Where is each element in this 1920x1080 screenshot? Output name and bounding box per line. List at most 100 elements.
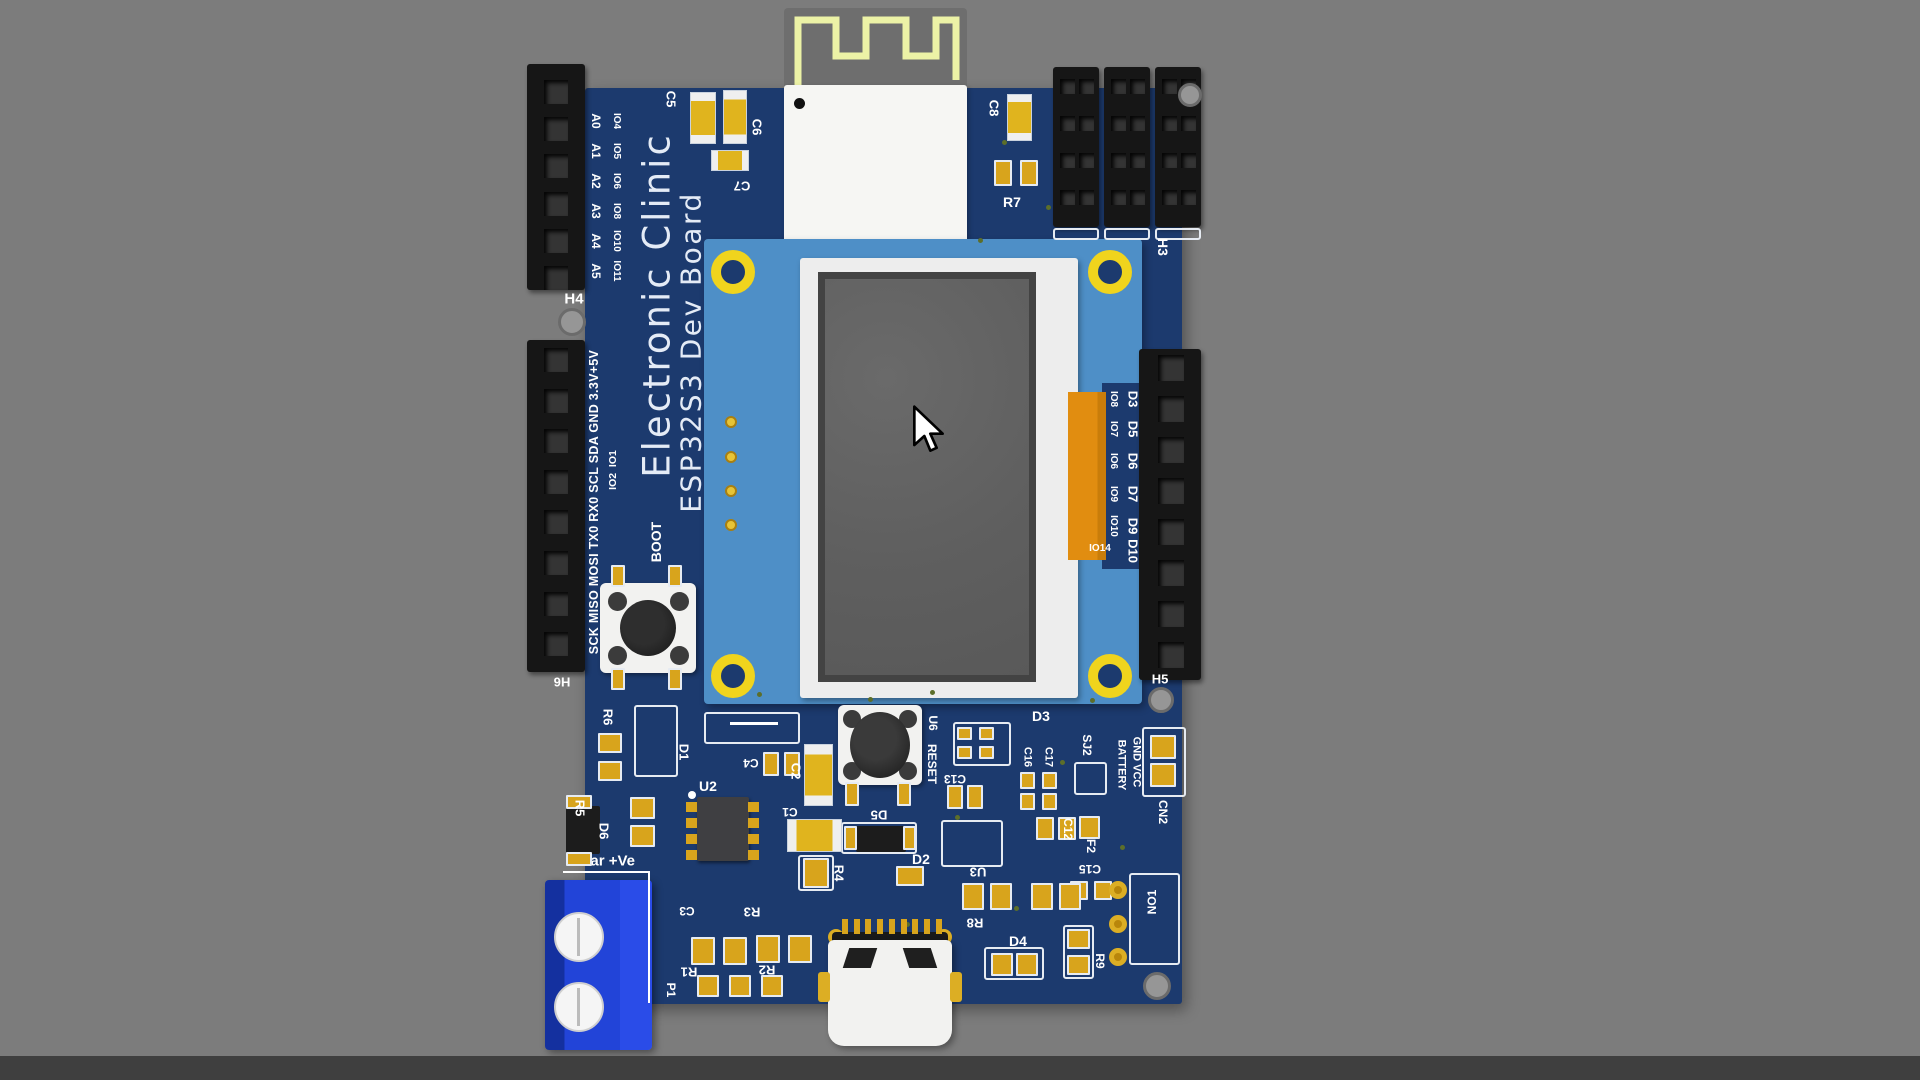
pin-label-a3: A3	[589, 203, 603, 219]
silk-label-h3: H3	[1155, 238, 1171, 256]
header-h5-pin	[1158, 396, 1184, 422]
u2-chip-leg	[748, 850, 759, 860]
smd-pad	[897, 782, 911, 806]
smd-pad	[1059, 883, 1081, 910]
usb-pin	[935, 919, 942, 934]
header-h5-pin	[1158, 478, 1184, 504]
usb-pin	[912, 919, 919, 934]
smd-pad	[962, 883, 984, 910]
u2-chip-leg	[748, 834, 759, 844]
u2-chip-leg	[686, 850, 697, 860]
header-h5-pin	[1158, 519, 1184, 545]
left-pin-strip: SCK MISO MOSI TX0 RX0 SCL SDA GND 3.3V+5…	[586, 349, 601, 655]
silk-label-r1: R1	[680, 964, 698, 980]
smd-pad	[967, 785, 983, 809]
pin-label-d5: D5	[1125, 420, 1141, 438]
header-h6-pin	[544, 429, 568, 454]
silk-label-d2: D2	[912, 851, 930, 867]
smd-pad	[763, 752, 779, 776]
silk-label-c5: C5	[663, 90, 679, 108]
oled-mounting-ring	[711, 250, 755, 294]
terminal-screw-slot	[577, 988, 580, 1026]
usb-pin	[923, 919, 930, 934]
silk-label-c13: C13	[943, 772, 967, 786]
silk-label-r2: R2	[758, 962, 776, 978]
smd-pad	[1042, 793, 1057, 810]
header-h3-pin	[1130, 190, 1145, 205]
smd-pad	[1042, 772, 1057, 789]
silk-label-c8: C8	[986, 99, 1002, 117]
oled-solder-dot	[725, 485, 737, 497]
silk-label-r8: R8	[966, 915, 984, 931]
smd-pad	[991, 953, 1013, 976]
oled-solder-dot	[725, 416, 737, 428]
silk-label-r9: R9	[1093, 953, 1107, 969]
header-h3-pin	[1060, 153, 1075, 168]
header-h3-pin	[1060, 79, 1075, 94]
reset-corner-pin	[899, 762, 917, 780]
header-h5-pin	[1158, 601, 1184, 627]
header-h3-footprint3	[1155, 228, 1201, 240]
boot-corner-pin	[670, 646, 689, 665]
component-footprint	[704, 712, 800, 744]
silk-label-d4: D4	[1009, 933, 1027, 949]
smd-pad	[979, 746, 994, 759]
smd-pad	[784, 752, 800, 776]
pin-label-io10: IO10	[611, 230, 622, 252]
smd-pad	[1058, 817, 1076, 840]
smd-pad	[844, 826, 857, 850]
header-h5-pin	[1158, 560, 1184, 586]
header-h3-pin	[1079, 79, 1094, 94]
usb-pin	[877, 919, 884, 934]
silk-label-r6: R6	[600, 708, 616, 726]
battery-label-line2: BATTERY	[1115, 739, 1128, 791]
smd-pad	[788, 935, 812, 963]
via-dot	[1060, 760, 1065, 765]
u2-chip-leg	[686, 818, 697, 828]
pin-label-io11: IO11	[611, 260, 622, 282]
silk-label-p1: P1	[664, 982, 678, 998]
boot-corner-pin	[608, 592, 627, 611]
header-h3-pin	[1111, 116, 1126, 131]
silk-label-c15: C15	[1078, 862, 1102, 876]
letterbox-bar	[0, 1056, 1920, 1080]
usb-pin	[900, 919, 907, 934]
header-h3-footprint1	[1053, 228, 1099, 240]
through-hole-pad	[1109, 948, 1127, 966]
boot-corner-pin	[670, 592, 689, 611]
mounting-hole	[558, 308, 586, 336]
smd-pad	[723, 937, 747, 965]
silk-label-sj2: SJ2	[1080, 734, 1094, 756]
component-footprint	[1142, 727, 1186, 797]
battery-connector-label: CN2	[1156, 799, 1170, 825]
smd-pad	[756, 935, 780, 963]
header-h4-pin	[544, 266, 568, 290]
header-h3-pin	[1181, 190, 1196, 205]
u2-chip-leg	[686, 802, 697, 812]
header-h3-pin	[1162, 116, 1177, 131]
pin-label-a1: A1	[589, 143, 603, 159]
pin-label-d3: D3	[1125, 390, 1141, 408]
header-h5-pin	[1158, 355, 1184, 381]
reset-label: RESET	[925, 743, 939, 785]
usb-pin	[853, 919, 860, 934]
silk-label-u3: U3	[969, 864, 987, 880]
pin-label-a5: A5	[589, 263, 603, 279]
header-h6-pin	[544, 632, 568, 657]
component-footprint	[1074, 762, 1107, 795]
d6-diode-body	[566, 806, 600, 854]
mouse-cursor	[913, 405, 944, 452]
u2-chip-leg	[686, 834, 697, 844]
silk-label-c1: C1	[782, 805, 798, 819]
header-h3-pin	[1079, 190, 1094, 205]
silk-label-c12: C12	[1061, 817, 1075, 841]
capacitor	[723, 90, 747, 144]
via-dot	[955, 815, 960, 820]
reset-button-cap	[850, 712, 910, 778]
smd-pad	[1031, 883, 1053, 910]
capacitor	[787, 819, 842, 852]
smd-pad	[896, 866, 924, 886]
header-h6-pin	[544, 510, 568, 535]
smd-pad	[598, 761, 622, 781]
